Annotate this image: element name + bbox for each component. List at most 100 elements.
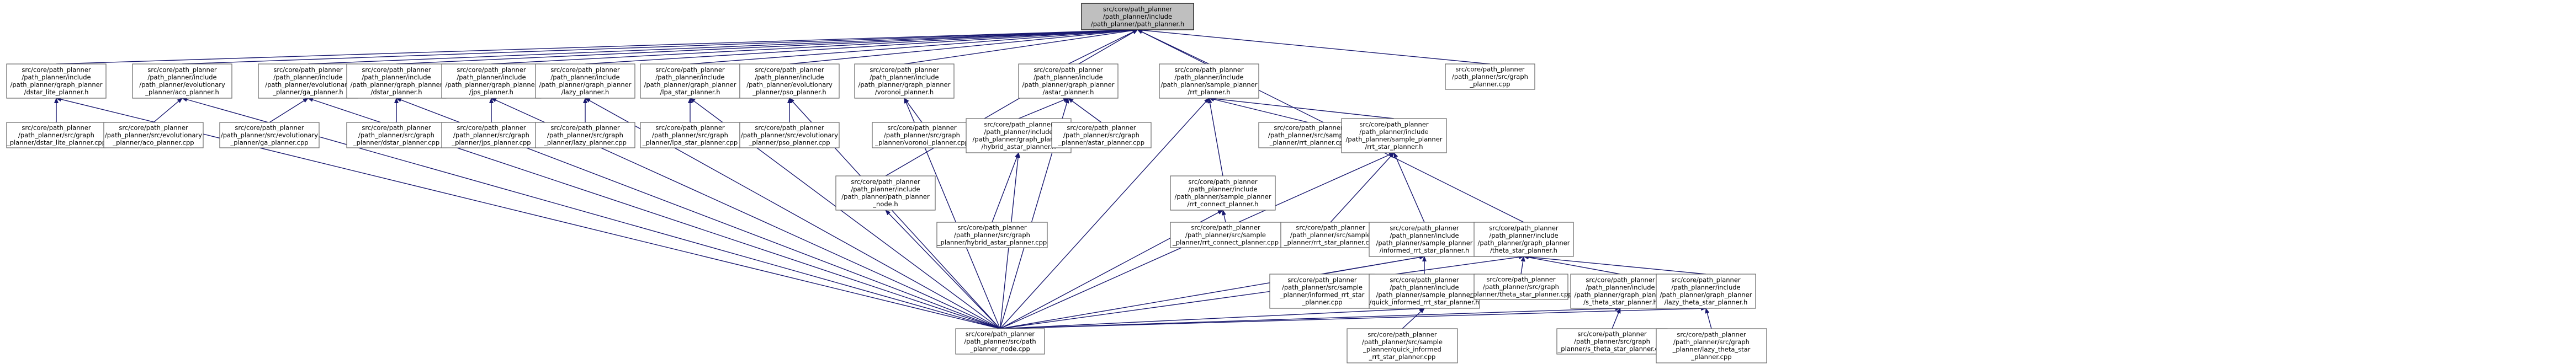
node-quick-cpp[interactable]: src/core/path_planner/path_planner/src/s… — [1347, 328, 1458, 363]
node-label-line: _planner/dstar_planner.cpp — [353, 138, 439, 146]
node-lpa-cpp[interactable]: src/core/path_planner/path_planner/src/g… — [640, 122, 740, 148]
node-rrt-h[interactable]: src/core/path_planner/path_planner/inclu… — [1159, 63, 1259, 99]
node-label-line: /path_planner/sample_planner — [1376, 239, 1472, 247]
node-box — [739, 63, 840, 99]
node-label-line: /path_planner/graph_planner — [973, 136, 1065, 143]
node-label-line: _planner.cpp — [1469, 80, 1510, 88]
node-label-line: _planner/pso_planner.h — [752, 88, 826, 96]
node-box — [1473, 274, 1568, 300]
node-rrt-connect-h[interactable]: src/core/path_planner/path_planner/inclu… — [1170, 175, 1276, 211]
node-box — [346, 122, 447, 148]
node-label-line: _rrt_star_planner.cpp — [1369, 353, 1436, 361]
node-s-theta-h[interactable]: src/core/path_planner/path_planner/inclu… — [1570, 274, 1671, 309]
node-graph-planner-cpp[interactable]: src/core/path_planner/path_planner/src/g… — [1445, 63, 1535, 90]
node-label-line: src/core/path_planner — [1359, 121, 1429, 129]
node-label-line: /path_planner/include — [457, 73, 526, 81]
node-label-line: _planner_node.cpp — [969, 345, 1030, 352]
node-astar-h[interactable]: src/core/path_planner/path_planner/inclu… — [1018, 63, 1119, 99]
node-rrt-connect-cpp[interactable]: src/core/path_planner/path_planner/src/s… — [1170, 222, 1281, 248]
node-box — [936, 222, 1048, 248]
node-box — [132, 63, 232, 99]
node-label-line: _planner/rrt_planner.cpp — [1269, 138, 1348, 146]
edge-lazy_h-to-root — [585, 28, 1138, 65]
node-label-line: /dstar_planner.h — [370, 88, 422, 96]
node-label-line: /path_planner/graph_planner — [539, 81, 632, 89]
node-astar-cpp[interactable]: src/core/path_planner/path_planner/src/g… — [1051, 122, 1152, 148]
node-label-line: src/core/path_planner — [984, 121, 1053, 129]
node-s-theta-cpp[interactable]: src/core/path_planner/path_planner/src/g… — [1556, 328, 1668, 355]
node-label-line: src/core/path_planner — [1390, 224, 1459, 232]
node-label-line: /path_planner/src/graph — [1574, 338, 1650, 345]
node-hybrid-cpp[interactable]: src/core/path_planner/path_planner/src/g… — [936, 222, 1048, 248]
edge-s_theta_cpp-to-s_theta_h — [1612, 308, 1621, 329]
node-label-line: src/core/path_planner — [966, 330, 1035, 338]
node-label-line: /rrt_planner.h — [1188, 88, 1230, 96]
node-lazy-h[interactable]: src/core/path_planner/path_planner/inclu… — [535, 63, 635, 99]
node-box — [346, 63, 447, 99]
node-label-line: _planner/rrt_star_planner.cpp — [1284, 238, 1377, 246]
node-label-line: /path_planner/src/graph — [954, 231, 1030, 239]
node-pso-h[interactable]: src/core/path_planner/path_planner/inclu… — [739, 63, 840, 99]
node-aco-cpp[interactable]: src/core/path_planner/path_planner/src/e… — [103, 122, 204, 148]
node-aco-h[interactable]: src/core/path_planner/path_planner/inclu… — [132, 63, 232, 99]
node-box — [955, 328, 1045, 355]
node-ga-cpp[interactable]: src/core/path_planner/path_planner/src/e… — [219, 122, 320, 148]
node-jps-cpp[interactable]: src/core/path_planner/path_planner/src/g… — [441, 122, 542, 148]
node-label-line: /path_planner/sample_planner — [1160, 81, 1257, 89]
node-label-line: src/core/path_planner — [755, 66, 824, 74]
edge-node_cpp-to-theta_h — [1000, 255, 1524, 329]
node-label-line: /path_planner/src/graph — [453, 131, 529, 139]
node-label-line: /rrt_connect_planner.h — [1188, 200, 1259, 208]
node-jps-h[interactable]: src/core/path_planner/path_planner/inclu… — [441, 63, 542, 99]
node-dstar-lite-h[interactable]: src/core/path_planner/path_planner/inclu… — [6, 63, 107, 99]
node-rrt-star-cpp[interactable]: src/core/path_planner/path_planner/src/s… — [1280, 222, 1381, 248]
node-dstar-lite-cpp[interactable]: src/core/path_planner/path_planner/src/g… — [6, 122, 107, 148]
node-lazy-theta-h[interactable]: src/core/path_planner/path_planner/inclu… — [1656, 274, 1756, 309]
node-theta-h[interactable]: src/core/path_planner/path_planner/inclu… — [1473, 222, 1574, 257]
node-box — [1369, 222, 1480, 257]
node-voronoi-cpp[interactable]: src/core/path_planner/path_planner/src/g… — [872, 122, 972, 148]
node-label-line: _planner/rrt_connect_planner.cpp — [1172, 238, 1279, 246]
node-lazy-theta-cpp[interactable]: src/core/path_planner/path_planner/src/g… — [1656, 328, 1767, 363]
node-label-line: _planner/theta_star_planner.cpp — [1469, 290, 1572, 298]
node-informed-cpp[interactable]: src/core/path_planner/path_planner/src/s… — [1269, 274, 1375, 309]
node-label-line: src/core/path_planner — [1287, 276, 1357, 284]
node-path-planner-node-h[interactable]: src/core/path_planner/path_planner/inclu… — [835, 175, 936, 211]
edge-node_cpp-to-informed_h — [1000, 255, 1425, 329]
node-dstar-cpp[interactable]: src/core/path_planner/path_planner/src/g… — [346, 122, 447, 148]
node-box — [6, 63, 107, 99]
node-label-line: /path_planner/include — [1671, 283, 1740, 291]
node-label-line: src/core/path_planner — [1274, 124, 1343, 131]
node-label-line: /path_planner/src/graph — [18, 131, 94, 139]
node-root[interactable]: src/core/path_planner/path_planner/inclu… — [1081, 3, 1194, 30]
node-label-line: /path_planner/evolutionary — [265, 81, 351, 89]
node-label-line: /path_planner/graph_planner — [644, 81, 736, 89]
node-dstar-h[interactable]: src/core/path_planner/path_planner/inclu… — [346, 63, 447, 99]
node-box — [854, 63, 955, 99]
node-lpa-h[interactable]: src/core/path_planner/path_planner/inclu… — [640, 63, 740, 99]
node-label-line: src/core/path_planner — [755, 124, 824, 131]
node-informed-h[interactable]: src/core/path_planner/path_planner/inclu… — [1369, 222, 1480, 257]
node-label-line: src/core/path_planner — [147, 66, 217, 74]
node-theta-cpp[interactable]: src/core/path_planner/path_planner/src/g… — [1469, 274, 1572, 300]
node-box — [535, 122, 635, 148]
node-node-cpp[interactable]: src/core/path_planner/path_planner/src/p… — [955, 328, 1045, 355]
node-ga-h[interactable]: src/core/path_planner/path_planner/inclu… — [258, 63, 358, 99]
node-label-line: src/core/path_planner — [1367, 331, 1437, 339]
edge-rrt_cpp-to-rrt_h — [1209, 97, 1309, 123]
node-rrt-star-h[interactable]: src/core/path_planner/path_planner/inclu… — [1341, 118, 1447, 153]
node-pso-cpp[interactable]: src/core/path_planner/path_planner/src/e… — [739, 122, 840, 148]
node-label-line: /path_planner/src/graph — [1452, 73, 1528, 81]
node-label-line: src/core/path_planner — [22, 66, 91, 74]
node-label-line: _planner/informed_rrt_star — [1280, 291, 1365, 299]
edge-rrt_connect_cpp-to-rrt_connect_h — [1222, 210, 1226, 223]
node-label-line: src/core/path_planner — [457, 66, 526, 74]
node-voronoi-h[interactable]: src/core/path_planner/path_planner/inclu… — [854, 63, 955, 99]
node-lazy-cpp[interactable]: src/core/path_planner/path_planner/src/g… — [535, 122, 635, 148]
edge-astar_h-to-root — [1068, 29, 1138, 65]
node-label-line: _planner/pso_planner.cpp — [748, 138, 830, 146]
node-quick-h[interactable]: src/core/path_planner/path_planner/inclu… — [1369, 274, 1480, 309]
node-label-line: /path_planner/graph_planner — [1022, 81, 1115, 89]
node-label-line: /jps_planner.h — [469, 88, 513, 96]
node-label-line: /path_planner/src/path — [964, 338, 1036, 345]
